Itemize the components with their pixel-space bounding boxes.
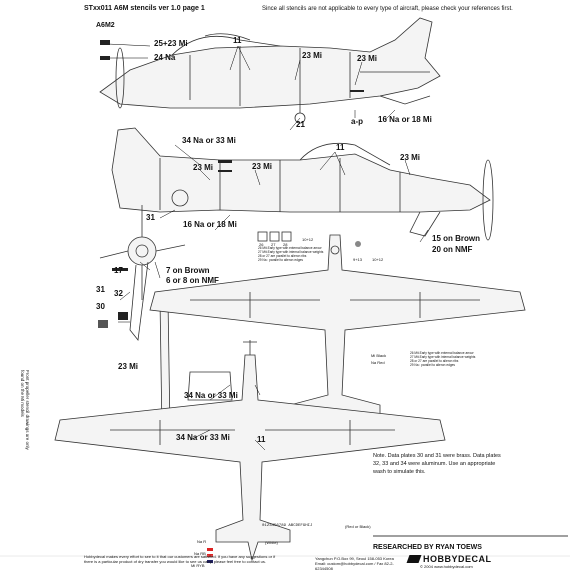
researched-by: RESEARCHED BY RYAN TOEWS xyxy=(373,544,482,551)
callout-11-bot: 11 xyxy=(257,435,266,444)
callout-26: 26 xyxy=(259,242,264,247)
callout-11-top: 11 xyxy=(233,36,242,45)
copyright: © 2004 www.hobbydecal.com xyxy=(420,564,473,569)
callout-25-23mi: 25+23 Mi xyxy=(154,39,188,48)
decal-strips xyxy=(98,40,364,563)
legend-note: 29 Na : parallel to aileron edges xyxy=(410,363,456,367)
legend-note: 28 or 27 are parallel to aileron ribs xyxy=(410,359,459,363)
footer-disclaimer: Hobbydecal makes every effort to see to … xyxy=(84,554,276,564)
callout-30: 30 xyxy=(96,302,105,311)
callout-23mi-b: 23 Mi xyxy=(357,54,378,63)
callout-34: 34 Na or 33 Mi xyxy=(182,136,236,145)
aileron-legend-bottom: 26 Mit.Early type with external balance … xyxy=(410,351,475,367)
callout-21: 21 xyxy=(296,120,305,129)
callout-mi-ryb: Mi RYB xyxy=(191,563,205,568)
callout-20: 20 on NMF xyxy=(432,245,473,254)
callout-na-rb: Na RB xyxy=(194,551,206,556)
serial-strip: 0123456789 ABCDEFGHIJ xyxy=(262,524,313,528)
callout-34c: 34 Na or 33 Mi xyxy=(176,433,230,442)
side-view-top xyxy=(99,17,441,124)
callout-28: 28 xyxy=(283,242,288,247)
callout-31: 31 xyxy=(146,213,155,222)
legend-note: 27 Mit.Early type with internal balance … xyxy=(258,250,324,254)
propeller-side-note: Front propeller stencil drawings are onl… xyxy=(20,370,30,450)
callout-27: 27 xyxy=(271,242,276,247)
callout-32: 32 xyxy=(114,289,123,298)
brand-logo: HOBBYDECAL xyxy=(406,554,492,564)
front-view xyxy=(99,205,186,341)
sheet-title: STxx011 A6M stencils ver 1.0 page 1 xyxy=(84,5,205,12)
callout-23mi-c: 23 Mi xyxy=(193,163,214,172)
callout-leaders xyxy=(107,43,429,451)
callout-10-12b: 10+12 xyxy=(372,257,384,262)
side-view-middle xyxy=(111,127,494,241)
sheet-notice: Since all stencils are not applicable to… xyxy=(262,6,513,12)
callout-23mi-a: 23 Mi xyxy=(302,51,323,60)
aileron-legend-top: 26 Mit.Early type with external balance … xyxy=(258,246,323,262)
callout-23mi-d: 23 Mi xyxy=(252,162,273,171)
callout-10-12a: 10+12 xyxy=(302,237,314,242)
legend-note: 27 Mit.Early type with internal balance … xyxy=(410,355,476,359)
brand-name: HOBBYDECAL xyxy=(423,554,492,564)
callout-16-top: 16 Na or 18 Mi xyxy=(378,115,432,124)
plan-view-bottom xyxy=(54,340,446,562)
callout-na-red: Na Red xyxy=(371,360,385,365)
callout-23mi-g: 23 Mi xyxy=(118,362,139,371)
data-plate-note: Note. Data plates 30 and 31 were brass. … xyxy=(373,453,501,475)
callout-17: 17 xyxy=(114,266,123,275)
callout-red-black: (Red or Black) xyxy=(345,524,371,529)
callout-23mi-e: 23 Mi xyxy=(400,153,421,162)
brand-mark-icon xyxy=(406,555,422,563)
legend-note: 26 Mit.Early type with external balance … xyxy=(258,246,322,250)
callout-11-mid: 11 xyxy=(336,143,345,152)
aileron-boxes xyxy=(257,231,361,247)
model-label: A6M2 xyxy=(96,22,115,29)
callout-34b: 34 Na or 33 Mi xyxy=(184,391,238,400)
callout-15: 15 on Brown xyxy=(432,234,481,243)
callout-na-r: Na R xyxy=(197,539,207,544)
callout-9-13: 9+13 xyxy=(353,257,363,262)
callout-7: 7 on Brown xyxy=(166,266,210,275)
callout-white: (White) xyxy=(265,540,278,545)
callout-6: 6 or 8 on NMF xyxy=(166,276,219,285)
legend-note: 29 Na : parallel to aileron edges xyxy=(258,258,304,262)
callout-24na: 24 Na xyxy=(154,53,176,62)
legend-note: 26 Mit.Early type with external balance … xyxy=(410,351,474,355)
legend-note: 28 or 27 are parallel to aileron ribs xyxy=(258,254,307,258)
callout-31b: 31 xyxy=(96,285,105,294)
callout-ap: a-p xyxy=(351,117,363,126)
footer-address: Yangchun P.O.Box 99, Seoul 158-053 Korea… xyxy=(315,556,394,571)
callout-mi-black: Mi Black xyxy=(371,353,387,358)
callout-16-mid: 16 Na or 18 Mi xyxy=(183,220,237,229)
